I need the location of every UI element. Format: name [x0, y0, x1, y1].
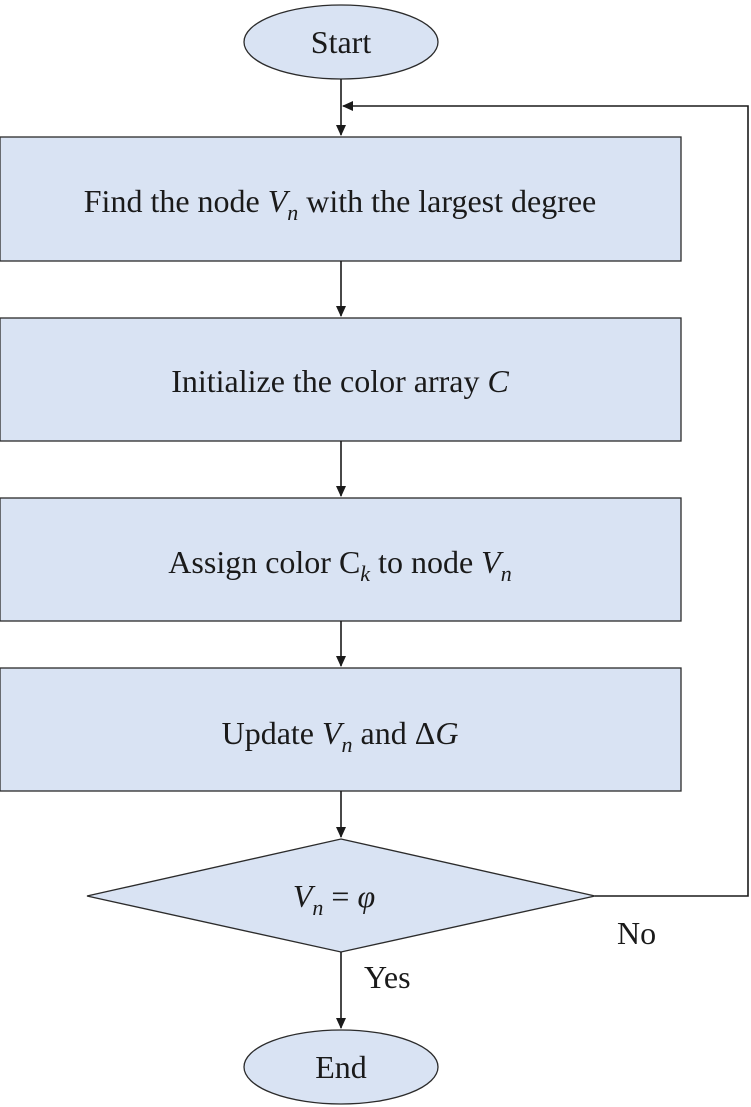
step3-sub: n [501, 561, 512, 586]
step-find-node: Find the node Vn with the largest degree [0, 136, 682, 262]
arrow-decision-no-loop [342, 101, 749, 897]
step3-pre: Assign color C [168, 544, 360, 580]
step3-var: V [481, 544, 504, 580]
decision-node: Vn = φ [86, 838, 596, 953]
start-node: Start [243, 4, 439, 80]
step-assign-color-label: Assign color Ck to node Vn [168, 544, 511, 586]
decision-phi: φ [357, 878, 375, 914]
decision-sub: n [312, 895, 323, 920]
decision-label: Vn = φ [293, 878, 375, 920]
end-label: End [315, 1049, 367, 1085]
step1-pre: Find the node [84, 183, 268, 219]
start-label: Start [311, 24, 372, 60]
yes-label: Yes [364, 959, 411, 995]
decision-var: V [293, 878, 316, 914]
step2-var: C [487, 363, 509, 399]
step4-pre: Update [222, 715, 322, 751]
step1-post: with the largest degree [298, 183, 596, 219]
step3-sub-k: k [360, 561, 371, 586]
end-node: End [243, 1029, 439, 1105]
step3-mid: to node [370, 544, 481, 580]
step4-var: V [322, 715, 345, 751]
step4-var2: G [435, 715, 458, 751]
step-update: Update Vn and ΔG [0, 667, 682, 792]
step4-sub: n [342, 732, 353, 757]
step1-sub: n [287, 200, 298, 225]
step4-mid: and Δ [353, 715, 436, 751]
step-initialize-colors: Initialize the color array C [0, 317, 682, 442]
step-update-label: Update Vn and ΔG [222, 715, 459, 757]
step2-pre: Initialize the color array [171, 363, 487, 399]
step-find-node-label: Find the node Vn with the largest degree [84, 183, 597, 225]
step-assign-color: Assign color Ck to node Vn [0, 497, 682, 622]
step1-var: V [268, 183, 291, 219]
step-initialize-colors-label: Initialize the color array C [171, 363, 509, 399]
decision-eq: = [323, 878, 357, 914]
no-label: No [617, 915, 656, 951]
